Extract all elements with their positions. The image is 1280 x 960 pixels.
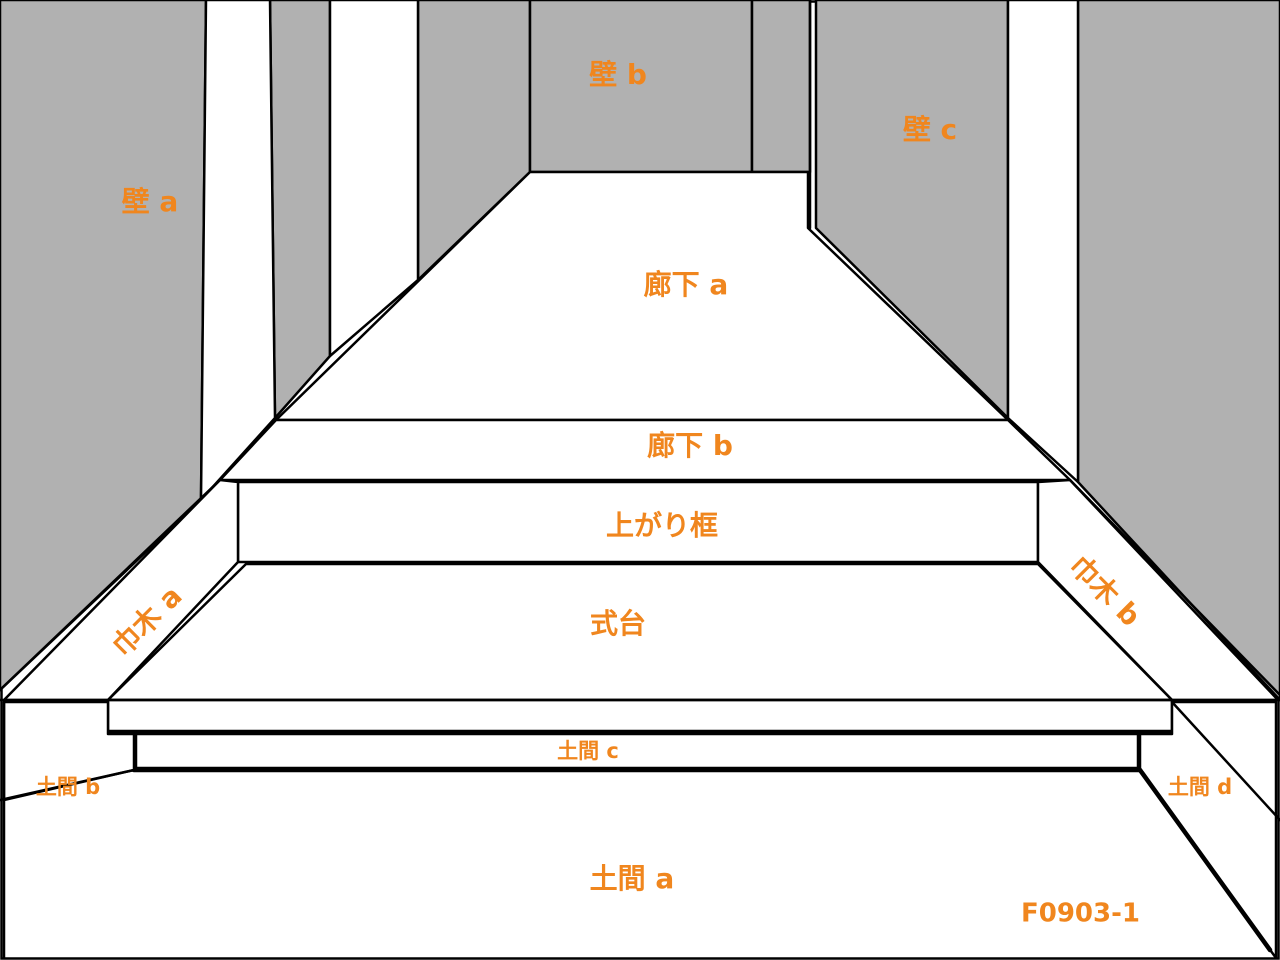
doma-a-left-line (0, 768, 136, 802)
label-wall-a: 壁 a (122, 185, 179, 218)
label-agarikamachi: 上がり框 (606, 509, 718, 542)
label-doma-c: 土間 c (557, 739, 619, 763)
label-corridor-a: 廊下 a (644, 268, 729, 301)
label-corridor-b: 廊下 b (647, 429, 733, 462)
wall-left-mid-shape (268, 0, 332, 420)
label-shikidai: 式台 (590, 607, 646, 640)
corridor-b-shape (218, 418, 1072, 482)
wall-far-right-shape (750, 0, 812, 174)
doma-d-heavy-line (1137, 767, 1273, 953)
habaki-b-inner-line (1068, 478, 1280, 697)
left-jamb-shape (199, 0, 277, 502)
label-doma-b: 土間 b (36, 775, 100, 799)
figure-code: F0903-1 (1021, 899, 1140, 929)
habaki-a-inner-line (0, 478, 222, 692)
doma-d-outer-line (1170, 700, 1280, 822)
label-wall-c: 壁 c (903, 113, 957, 146)
doma-c-shape (134, 732, 1140, 770)
label-doma-d: 土間 d (1168, 775, 1232, 799)
shikidai-front-shape (106, 698, 1174, 734)
label-wall-b: 壁 b (589, 58, 647, 91)
corridor-a-shape (274, 170, 1010, 422)
label-doma-a: 土間 a (590, 862, 675, 895)
right-jamb-shape (1006, 0, 1080, 484)
habaki-a-shape (2, 478, 240, 702)
